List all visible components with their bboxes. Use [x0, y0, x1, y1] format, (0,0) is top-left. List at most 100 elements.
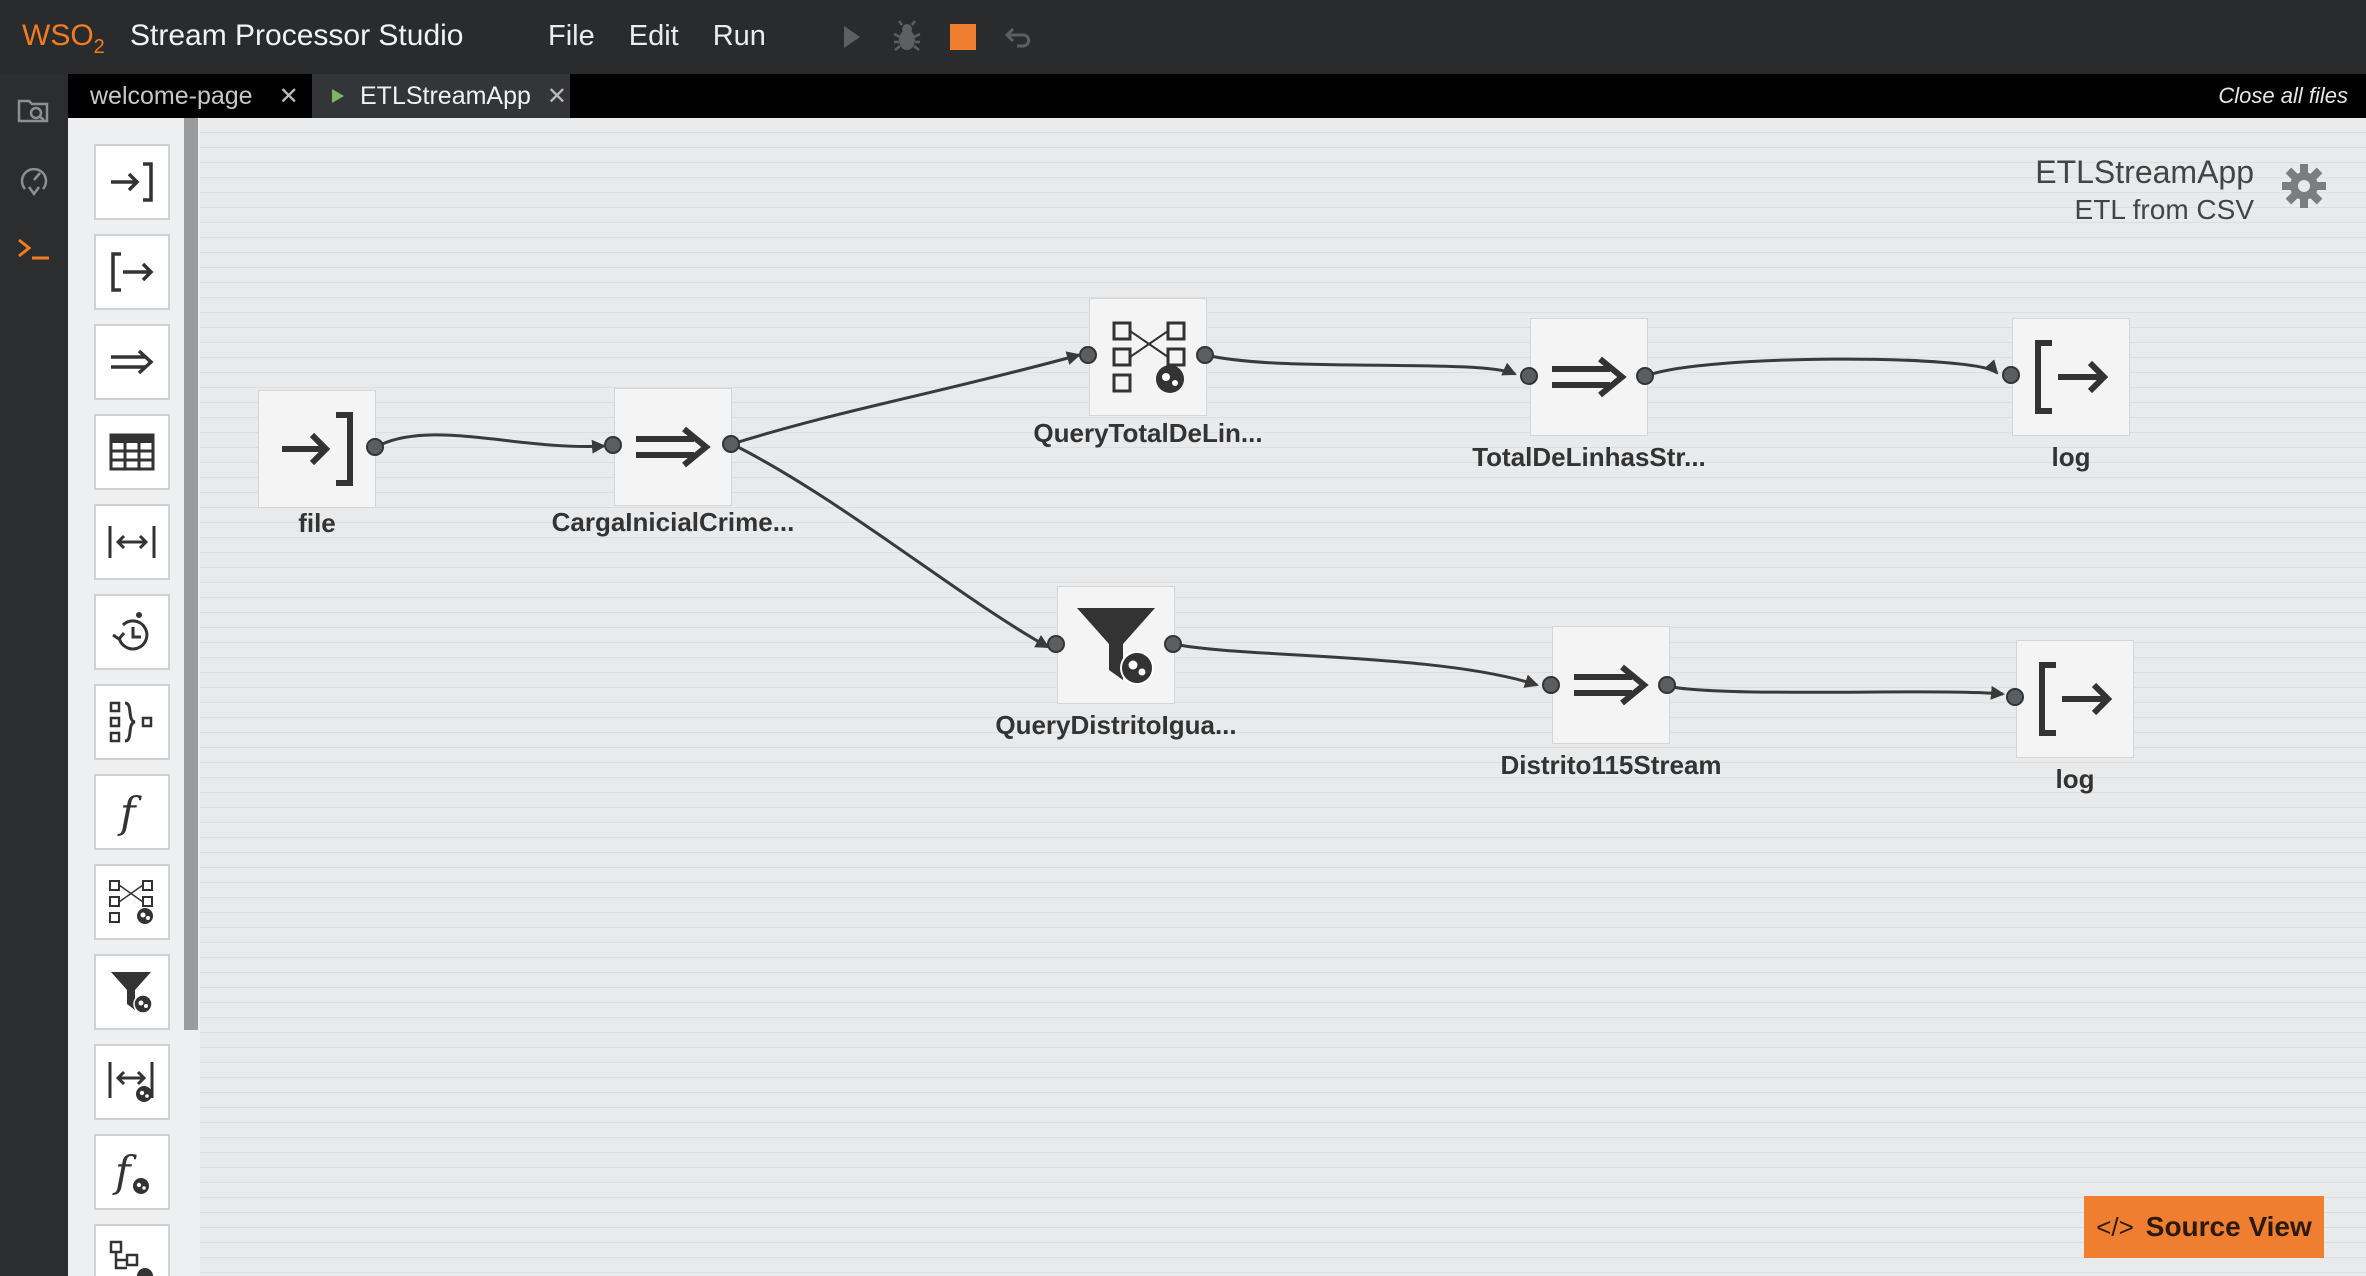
close-all-files-link[interactable]: Close all files — [2218, 83, 2348, 108]
run-icon[interactable] — [830, 16, 872, 58]
palette-window-query[interactable] — [94, 1044, 170, 1120]
stream-icon — [111, 349, 154, 375]
edge-dist-to-log2 — [1666, 684, 2005, 700]
close-icon[interactable]: ✕ — [546, 82, 568, 110]
palette-function-query[interactable]: f — [94, 1134, 170, 1210]
edge-total-to-log1 — [1645, 357, 1999, 378]
filter-query-icon — [111, 972, 153, 1014]
app-description: ETL from CSV — [2074, 194, 2254, 225]
input-port[interactable] — [1542, 676, 1560, 694]
node-file[interactable] — [258, 390, 376, 508]
node-distrito115stream[interactable] — [1552, 626, 1670, 744]
palette-filter-query[interactable] — [94, 954, 170, 1030]
partition-icon — [109, 1240, 153, 1276]
stream-icon — [636, 426, 711, 468]
source-icon — [111, 162, 153, 202]
menu-edit[interactable]: Edit — [628, 20, 679, 52]
console-icon[interactable] — [8, 224, 60, 276]
node-label: QueryDistritoIgua... — [995, 710, 1237, 740]
node-cargainicialcrime[interactable] — [614, 388, 732, 506]
activity-rail — [0, 74, 68, 1276]
app-name: ETLStreamApp — [2035, 154, 2254, 190]
trigger-icon — [112, 612, 149, 651]
tab-label: welcome-page — [90, 81, 253, 110]
window-query-icon — [108, 1062, 154, 1102]
svg-text:f: f — [117, 788, 142, 837]
output-port[interactable] — [1636, 367, 1654, 385]
edge-file-to-carga — [375, 433, 606, 454]
tool-palette: f f — [68, 118, 200, 1276]
aggregation-icon — [109, 701, 153, 743]
input-port[interactable] — [604, 436, 622, 454]
source-view-button[interactable]: </> Source View — [2084, 1196, 2324, 1258]
node-label: QueryTotalDeLin... — [1033, 418, 1263, 448]
output-port[interactable] — [1164, 635, 1182, 653]
output-port[interactable] — [722, 435, 740, 453]
close-icon[interactable]: ✕ — [278, 82, 299, 110]
palette-function[interactable]: f — [94, 774, 170, 850]
node-log-2[interactable] — [2016, 640, 2134, 758]
menu-file[interactable]: File — [548, 20, 595, 52]
sink-icon — [2039, 662, 2113, 736]
table-icon — [109, 433, 155, 471]
filter-query-icon — [1077, 608, 1155, 685]
sink-icon — [2035, 340, 2109, 414]
node-totaldelinhasstr[interactable] — [1530, 318, 1648, 436]
edge-qtotal-to-total — [1205, 353, 1517, 376]
undo-icon[interactable] — [998, 16, 1040, 58]
logo-text: WSO — [22, 19, 94, 52]
palette-join-query[interactable] — [94, 864, 170, 940]
run-toolbar — [830, 16, 1054, 58]
node-label: log — [2051, 442, 2091, 472]
editor-tab-strip: welcome-page ✕ ETLStreamApp ✕ Close all … — [68, 74, 2366, 118]
function-icon: f — [117, 788, 142, 837]
design-canvas[interactable]: ETLStreamApp ETL from CSV file CargaInic… — [200, 118, 2366, 1276]
palette-aggregation[interactable] — [94, 684, 170, 760]
join-query-icon — [1112, 321, 1186, 393]
node-querytotaldelin[interactable] — [1089, 298, 1207, 416]
tab-etlstreamapp[interactable]: ETLStreamApp ✕ — [312, 74, 570, 118]
input-port[interactable] — [2006, 688, 2024, 706]
code-icon: </> — [2096, 1211, 2134, 1242]
palette-source[interactable] — [94, 144, 170, 220]
palette-trigger[interactable] — [94, 594, 170, 670]
palette-scrollbar[interactable] — [184, 118, 198, 1030]
window-icon — [108, 526, 156, 558]
menu-run[interactable]: Run — [712, 20, 766, 52]
palette-sink[interactable] — [94, 234, 170, 310]
svg-text:f: f — [112, 1147, 137, 1196]
output-port[interactable] — [366, 438, 384, 456]
edge-qdist-to-dist — [1173, 642, 1539, 688]
source-icon — [282, 412, 353, 486]
stop-icon[interactable] — [942, 16, 984, 58]
node-log-1[interactable] — [2012, 318, 2130, 436]
edge-carga-to-qdist — [731, 442, 1050, 649]
debug-icon[interactable] — [886, 16, 928, 58]
palette-table[interactable] — [94, 414, 170, 490]
logo-sub: 2 — [93, 35, 105, 58]
node-querydistritoigua[interactable] — [1057, 586, 1175, 704]
tab-welcome-page[interactable]: welcome-page ✕ — [68, 74, 310, 118]
input-port[interactable] — [2002, 366, 2020, 384]
output-port[interactable] — [1658, 676, 1676, 694]
sink-icon — [111, 252, 154, 292]
node-label: TotalDeLinhasStr... — [1472, 442, 1706, 472]
palette-stream[interactable] — [94, 324, 170, 400]
source-view-label: Source View — [2145, 1211, 2312, 1242]
node-label: CargaInicialCrime... — [551, 507, 795, 537]
event-simulator-icon[interactable] — [8, 154, 60, 206]
input-port[interactable] — [1520, 367, 1538, 385]
function-query-icon: f — [112, 1147, 149, 1196]
gear-icon[interactable] — [2280, 162, 2328, 210]
input-port[interactable] — [1079, 346, 1097, 364]
folder-open-icon[interactable] — [8, 84, 60, 136]
palette-partition[interactable] — [94, 1224, 170, 1276]
output-port[interactable] — [1196, 346, 1214, 364]
input-port[interactable] — [1047, 635, 1065, 653]
join-query-icon — [109, 880, 153, 924]
running-indicator-icon — [332, 89, 344, 103]
palette-window[interactable] — [94, 504, 170, 580]
app-title: Stream Processor Studio — [130, 19, 464, 52]
